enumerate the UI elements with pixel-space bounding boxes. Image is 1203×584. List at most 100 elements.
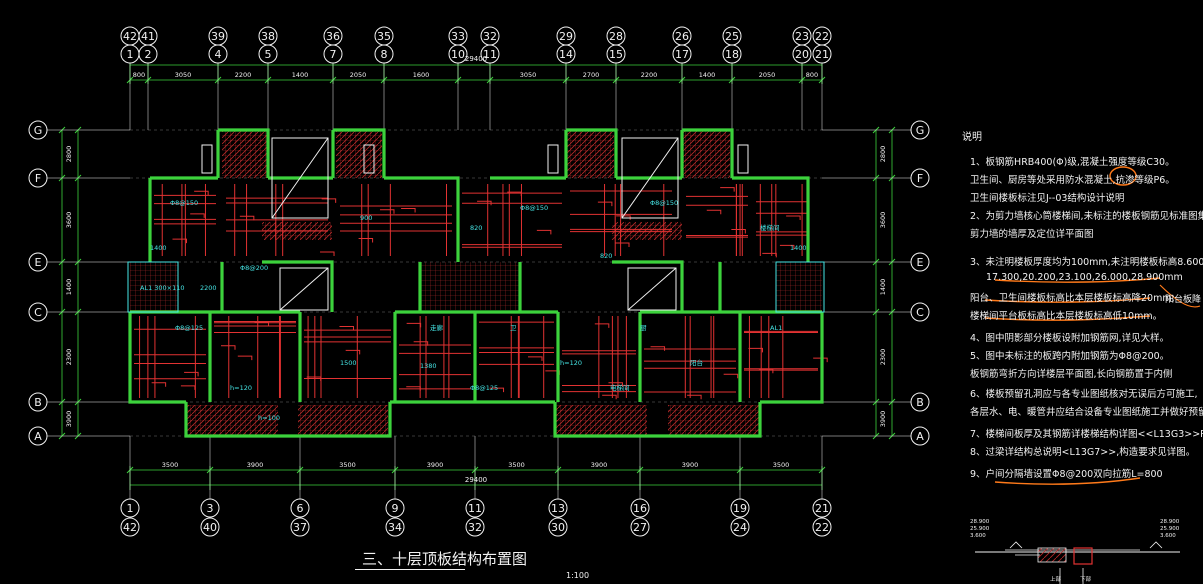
top-axis-bubble-lower [323, 44, 343, 64]
markup-underline [984, 297, 1151, 303]
section-detail: 28.90025.9003.60028.90025.9003.600上部下部 [970, 519, 1180, 584]
detail-label: 28.900 [1160, 519, 1180, 525]
row-axis-bubble-right [910, 392, 930, 412]
rebar-hook [401, 207, 416, 213]
rebar-hook [813, 357, 828, 363]
rebar-hook [306, 376, 322, 381]
bottom-dim-value: 3500 [162, 461, 179, 469]
shaft-box [201, 144, 213, 174]
rebar-hook [413, 341, 429, 346]
right-dim-value: 3900 [879, 411, 887, 428]
rebar-hook [687, 394, 702, 400]
top-axis-bubble-upper-label: 25 [725, 30, 739, 43]
markup-side-note: 阳台板降 [1165, 295, 1202, 305]
top-axis-bubble-lower-label: 5 [265, 48, 272, 61]
bottom-dim-value: 3900 [591, 461, 608, 469]
row-axis-bubble-right-label: G [916, 124, 925, 137]
bottom-dim-value: 3900 [682, 461, 699, 469]
bottom-axis-bubble-lower [630, 517, 650, 537]
note-line: 9、户间分隔墙设置Φ8@200双向拉筋L=800 [970, 469, 1163, 480]
row-axis-bubble-right [910, 302, 930, 322]
shear-wall [218, 128, 270, 178]
rebar-hook [406, 322, 422, 328]
top-axis-bubble-lower [258, 44, 278, 64]
rebar-hook [320, 251, 335, 256]
rebar-hook [477, 200, 492, 206]
markup-underline [984, 315, 1151, 321]
top-axis-bubble-lower-label: 14 [559, 48, 573, 61]
right-dim-value: 1500 [877, 0, 894, 2]
bottom-axis-bubble-upper [730, 498, 750, 518]
annotation-label: h=100 [258, 414, 280, 422]
rebar-hook [616, 215, 631, 220]
annotation-label: AL1 [770, 324, 782, 332]
bottom-axis-bubble-lower [200, 517, 220, 537]
annotation-label: 900 [360, 214, 372, 222]
top-axis-bubble-upper-label: 26 [675, 30, 689, 43]
top-axis-bubble-lower-label: 8 [381, 48, 388, 61]
elevator-shaft [621, 137, 679, 219]
bottom-axis-bubble-upper [120, 498, 140, 518]
shear-wall [612, 260, 684, 312]
markup-arc [1159, 284, 1201, 308]
top-dim-value: 1400 [292, 71, 309, 79]
rebar-hook [237, 355, 253, 361]
row-axis-bubble-right-label: C [916, 306, 924, 319]
top-axis-bubble-lower-label: 7 [330, 48, 337, 61]
bottom-axis-bubble-upper [290, 498, 310, 518]
row-axis-bubble-right [910, 426, 930, 446]
bottom-axis-bubble-lower-label: 24 [733, 521, 747, 534]
rebar-hook [239, 215, 255, 221]
row-axis-bubble-right [910, 252, 930, 272]
top-axis-bubble-lower-label: 2 [145, 48, 152, 61]
shaft-box [547, 144, 559, 174]
rebar-hook [720, 187, 735, 192]
note-line: 卫生间楼板标注见J--03结构设计说明 [970, 193, 1125, 204]
annotation-label: 1380 [420, 362, 437, 370]
balcony-outline [127, 261, 179, 313]
note-line: 5、图中未标注的板跨内附加钢筋为Φ8@200。 [970, 351, 1170, 362]
top-axis-bubble-upper-label: 23 [795, 30, 809, 43]
rebar-hook [731, 229, 746, 234]
hatched-slab-zone [298, 405, 388, 437]
elevator-shaft [279, 267, 329, 311]
row-axis-bubble-left-label: C [34, 306, 42, 319]
rebar-hook [723, 373, 739, 379]
top-dim-value: 1400 [699, 71, 716, 79]
elevator-shaft [271, 137, 329, 219]
row-axis-bubble-left [28, 252, 48, 272]
rebar-hook [594, 323, 610, 328]
annotation-label: 电梯间 [610, 383, 630, 392]
bottom-axis-bubble-upper [465, 498, 485, 518]
rebar-hook [194, 190, 209, 196]
top-dim-value: 800 [806, 71, 818, 79]
detail-level-mark [1009, 541, 1023, 549]
bottom-axis-bubble-lower [290, 517, 310, 537]
top-axis-bubble-lower [138, 44, 158, 64]
note-line: 卫生间、厨房等处采用防水混凝土,抗渗等级P6。 [970, 175, 1175, 186]
rebar-hook [608, 382, 623, 387]
hatched-slab-zone [668, 405, 760, 437]
row-axis-bubble-right [910, 168, 930, 188]
rebar-hook [489, 387, 505, 393]
annotation-label: 820 [470, 224, 482, 232]
top-axis-bubble-lower [722, 44, 742, 64]
note-line: 6、楼板预留孔洞应与各专业图纸核对无误后方可施工, [970, 389, 1198, 400]
bottom-axis-bubble-upper-label: 6 [297, 502, 304, 515]
annotation-label: Φ8@125 [470, 384, 498, 392]
bottom-axis-bubble-lower-label: 30 [551, 521, 565, 534]
rebar-hook [615, 242, 630, 248]
elevator-shaft [627, 267, 677, 311]
top-axis-bubble-lower [792, 44, 812, 64]
top-axis-bubble-lower [208, 44, 228, 64]
rebar-hook [180, 385, 196, 390]
detail-level-mark [1149, 541, 1163, 549]
right-dim-value: 2800 [879, 146, 887, 163]
top-axis-bubble-lower-label: 4 [215, 48, 222, 61]
bottom-axis-bubble-upper [200, 498, 220, 518]
balcony-outline [775, 261, 825, 313]
row-axis-bubble-right [910, 120, 930, 140]
bottom-axis-bubble-lower-label: 22 [815, 521, 829, 534]
right-dim-value: 1400 [879, 279, 887, 296]
right-dim-value: 3600 [879, 212, 887, 229]
